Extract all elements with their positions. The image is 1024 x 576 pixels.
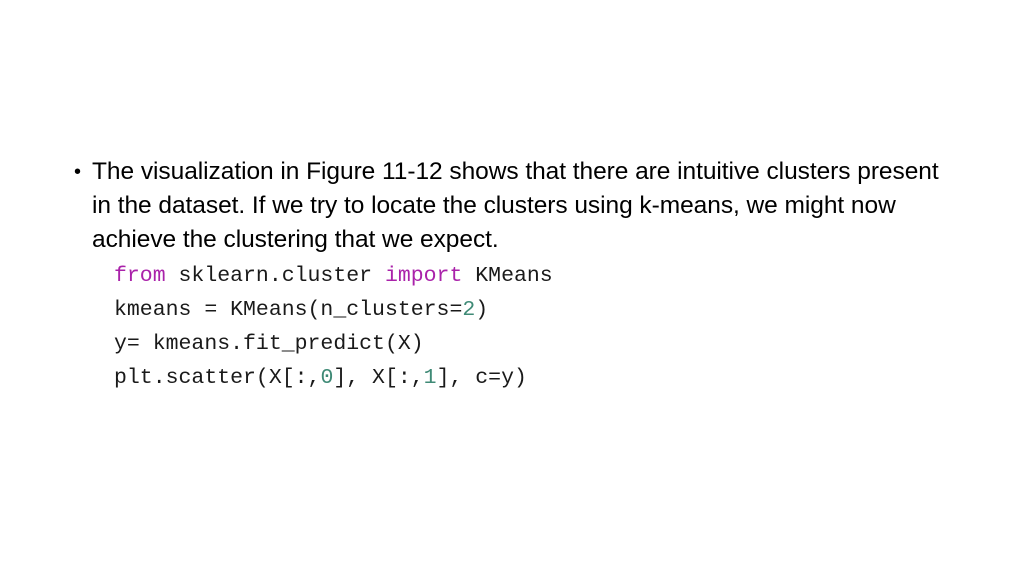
code-token-default: KMeans [462, 264, 553, 288]
code-token-number: 0 [320, 366, 334, 390]
code-token-keyword: import [384, 264, 463, 288]
code-token-default: ], X[:, [333, 366, 424, 390]
code-token-keyword: from [114, 264, 166, 288]
code-token-number: 1 [423, 366, 437, 390]
code-token-default: plt.scatter(X[:, [114, 366, 321, 390]
code-token-default: sklearn.cluster [165, 264, 385, 288]
code-token-default: ) [475, 298, 489, 322]
code-line: y= kmeans.fit_predict(X) [114, 327, 954, 361]
bullet-marker-icon: • [74, 161, 81, 183]
code-token-default: kmeans = KMeans(n_clusters= [114, 298, 463, 322]
code-token-default: y= kmeans.fit_predict(X) [114, 332, 424, 356]
list-item: • The visualization in Figure 11-12 show… [74, 155, 954, 257]
code-line: kmeans = KMeans(n_clusters=2) [114, 293, 954, 327]
bullet-paragraph-text: The visualization in Figure 11-12 shows … [92, 158, 939, 253]
code-token-default: ], c=y) [436, 366, 527, 390]
code-line: plt.scatter(X[:,0], X[:,1], c=y) [114, 361, 954, 395]
code-token-number: 2 [462, 298, 476, 322]
code-line: from sklearn.cluster import KMeans [114, 259, 954, 293]
slide-content-block: • The visualization in Figure 11-12 show… [74, 155, 954, 395]
